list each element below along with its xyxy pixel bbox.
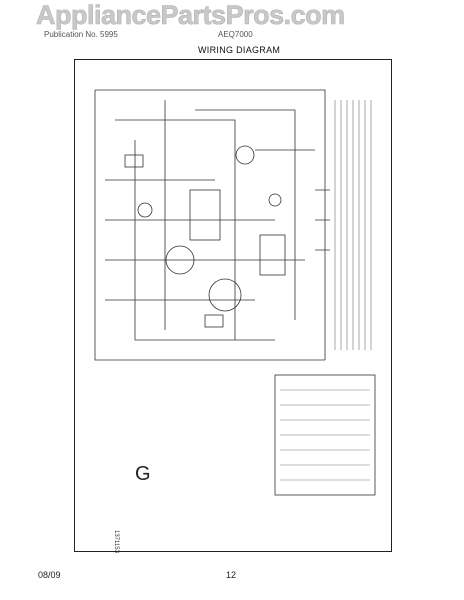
header-model: AEQ7000 <box>218 30 253 39</box>
footer-date: 08/09 <box>38 570 61 580</box>
diagram-frame: G 137115300 <box>74 59 392 560</box>
header-publication: Publication No. 5995 <box>44 30 118 39</box>
diagram-letter: G <box>135 463 151 485</box>
part-number: 137115300 <box>113 530 119 553</box>
wiring-diagram: G 137115300 <box>94 89 376 560</box>
page-title: WIRING DIAGRAM <box>198 45 281 55</box>
footer-page-number: 12 <box>226 570 237 580</box>
legend-box <box>274 374 376 496</box>
watermark: AppliancePartsPros.com <box>36 0 346 30</box>
